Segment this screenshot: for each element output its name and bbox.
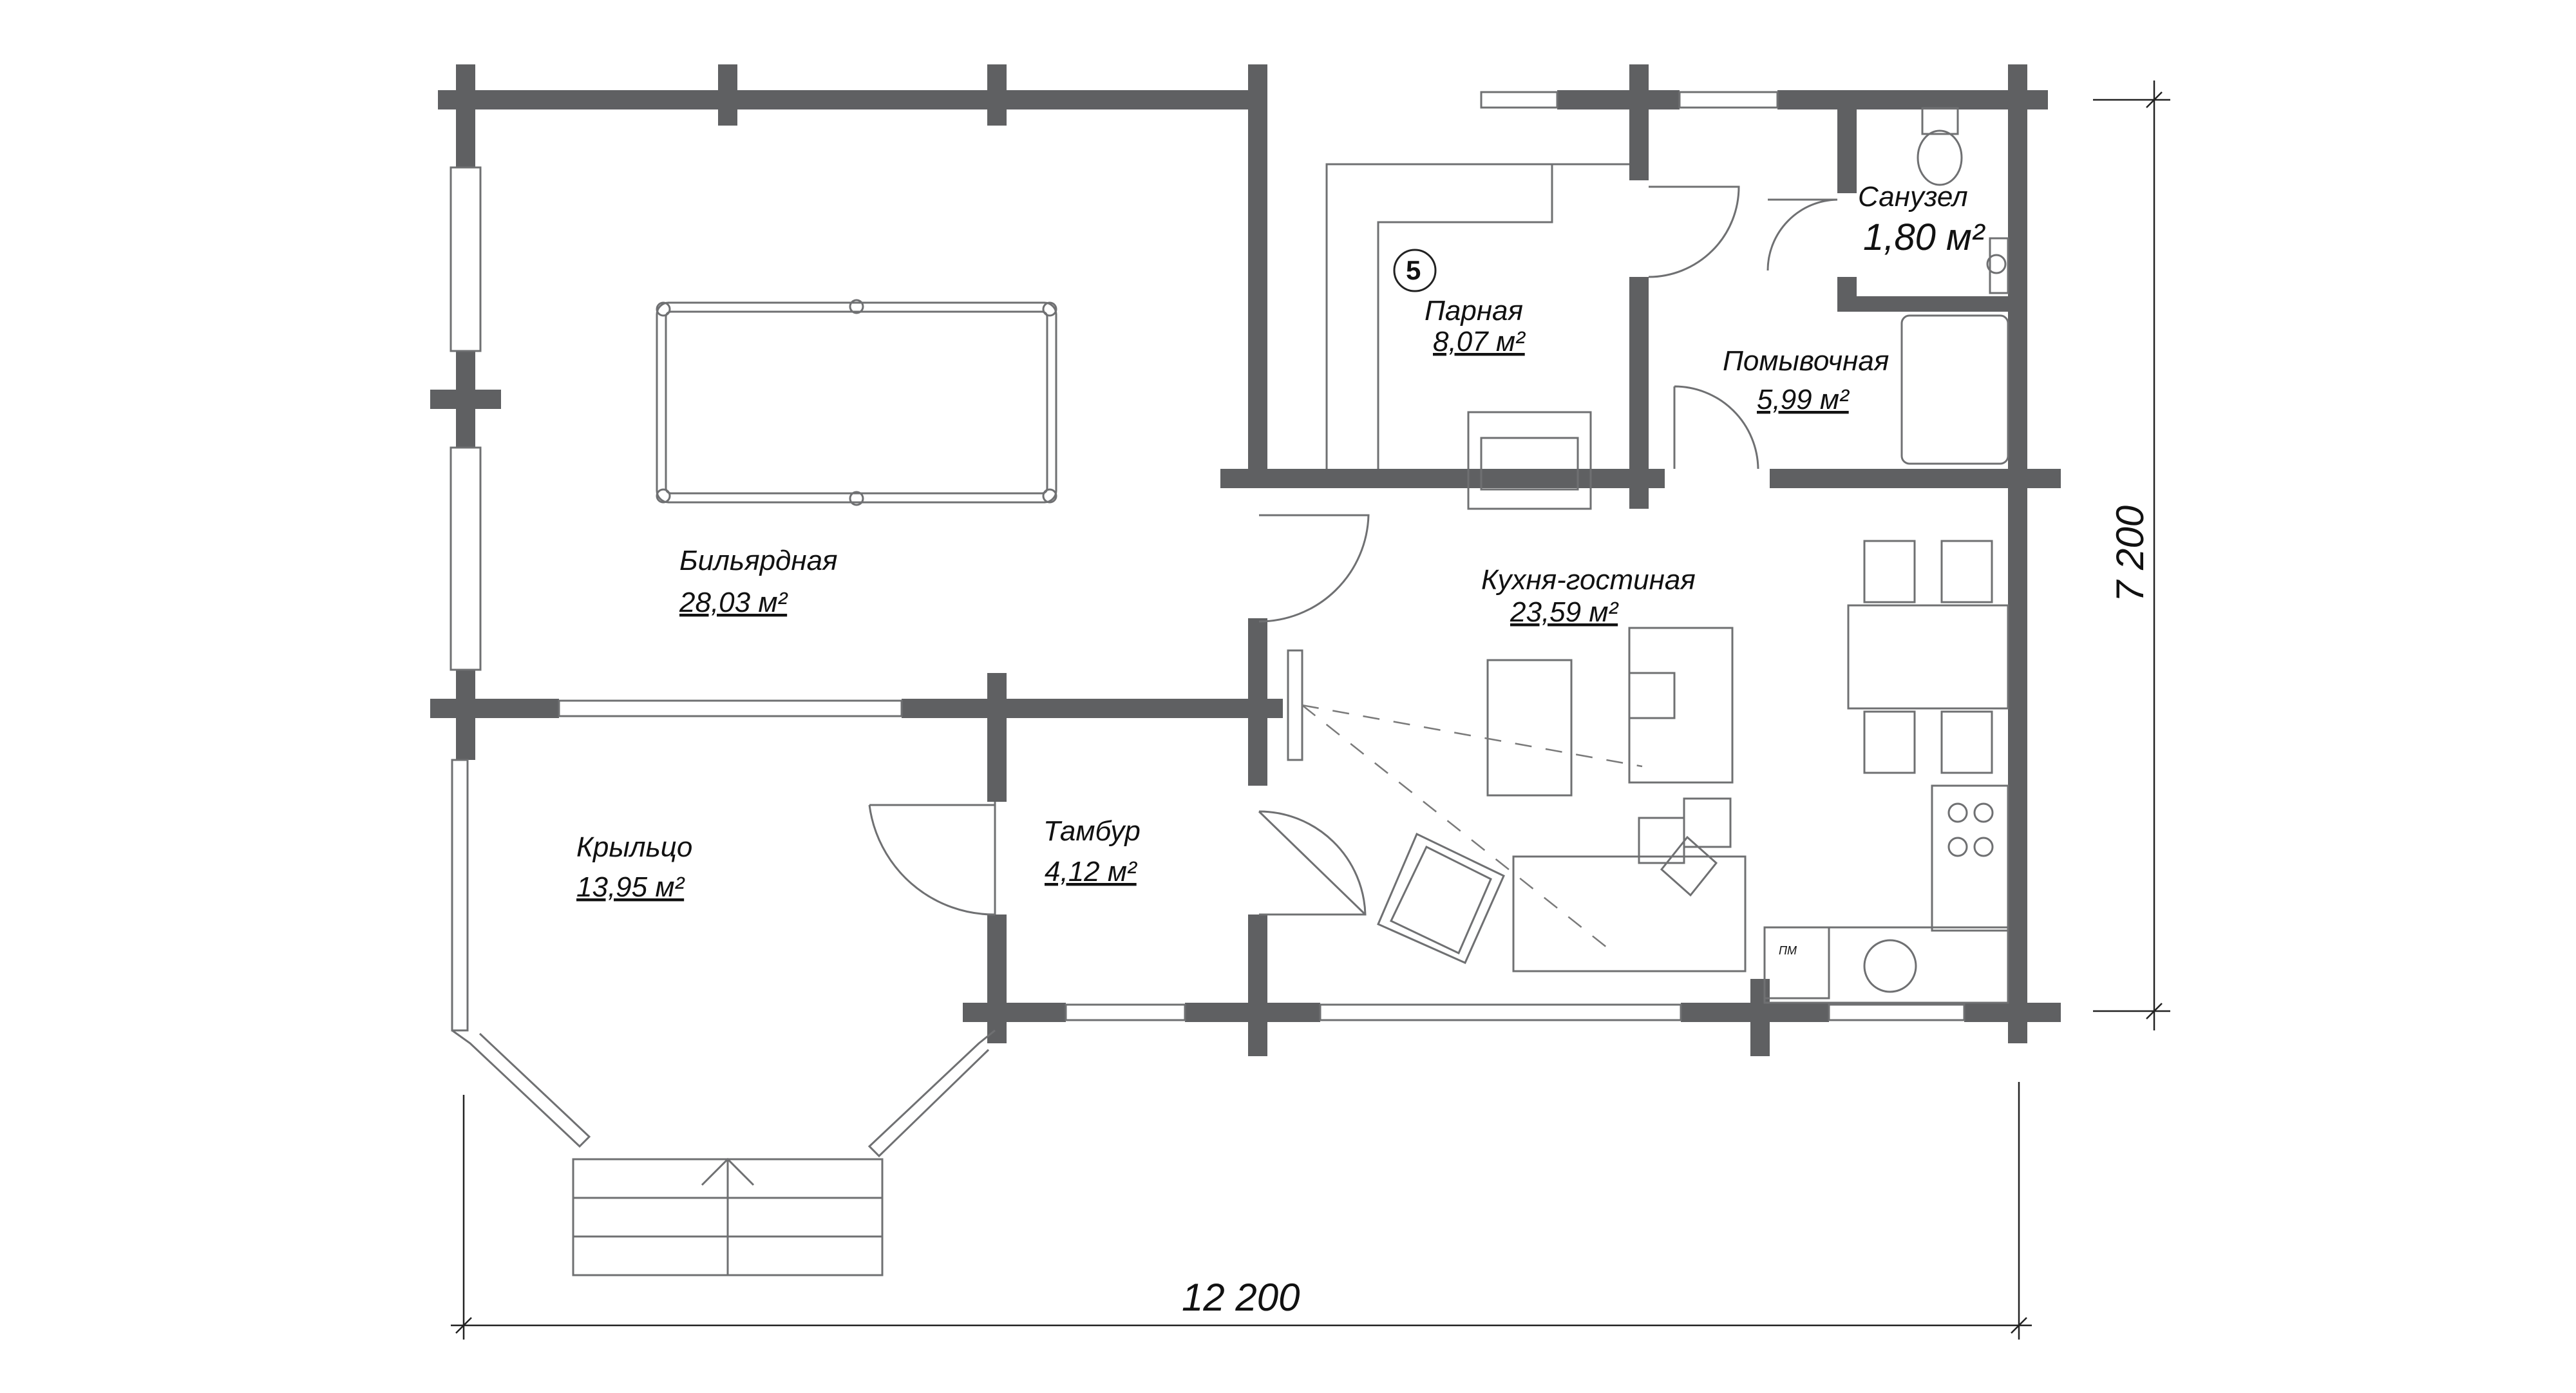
bathroom-area: 1,80 м² (1863, 216, 1986, 258)
porch-area: 13,95 м² (576, 871, 685, 903)
billiard-table-icon (656, 301, 1057, 504)
vestibule-area: 4,12 м² (1045, 856, 1137, 887)
windows (450, 91, 1965, 1158)
walls (430, 64, 2061, 1056)
height-dimension: 7 200 (2108, 506, 2152, 602)
steam-name: Парная (1425, 295, 1523, 327)
stove-icon (1467, 411, 1592, 510)
shower-icon (1900, 314, 2009, 465)
dining-table-icon (1847, 604, 2009, 710)
doors (868, 185, 1838, 916)
toilet-icon (1921, 107, 1959, 135)
washroom-name: Помывочная (1723, 345, 1889, 377)
dimension-lines (451, 81, 2170, 1340)
kitchen-name: Кухня-гостиная (1481, 564, 1696, 596)
kitchen-area: 23,59 м² (1510, 596, 1618, 628)
bathroom-name: Санузел (1858, 181, 1968, 213)
armchair-icon (1377, 832, 1505, 964)
width-dimension: 12 200 (1182, 1276, 1300, 1319)
vestibule-name: Тамбур (1043, 815, 1141, 847)
appliance-label: ПМ (1779, 944, 1797, 957)
washroom-area: 5,99 м² (1757, 384, 1850, 415)
coffee-table-icon (1486, 659, 1573, 797)
billiard-area: 28,03 м² (679, 587, 788, 618)
room-number-badge (1393, 249, 1437, 292)
billiard-name: Бильярдная (679, 545, 838, 576)
furniture (572, 107, 2009, 1276)
porch-name: Крыльцо (576, 831, 692, 863)
sofa-icon (1512, 855, 1747, 972)
sink-icon (1989, 237, 2009, 294)
cooktop-icon (1931, 784, 2009, 932)
room-labels: Бильярдная 28,03 м² Крыльцо 13,95 м² Там… (576, 181, 2152, 1319)
steam-area: 8,07 м² (1433, 326, 1526, 357)
tv-icon (1287, 649, 1303, 761)
room-number: 5 (1406, 255, 1421, 285)
